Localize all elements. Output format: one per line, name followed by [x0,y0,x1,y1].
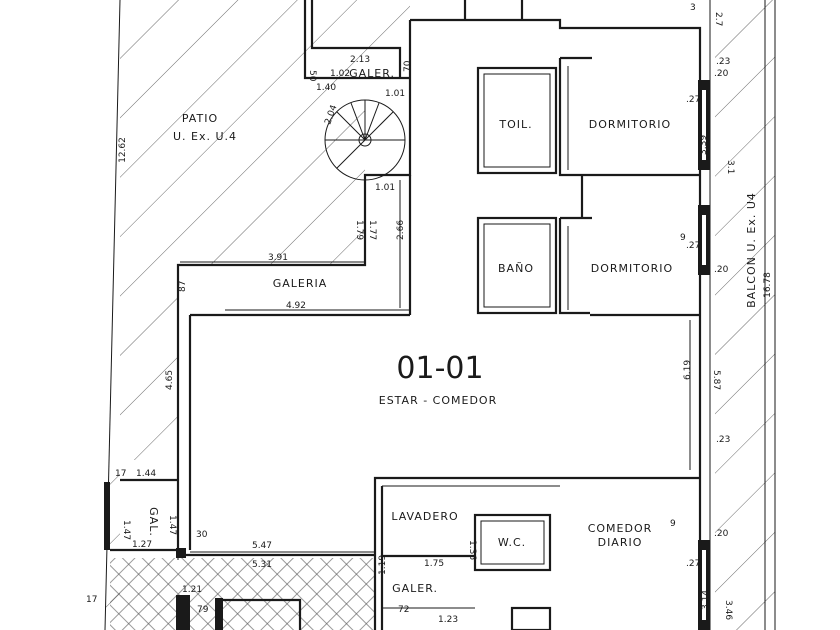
dim-9a: 9 [680,233,686,243]
label-gallery-left: GAL. [147,507,160,537]
dim-79: 79 [197,605,209,615]
dim-5-47: 5.47 [252,541,272,551]
label-patio: PATIO [182,112,218,125]
dim-1-77: 1.77 [367,220,377,240]
dim-17: 17 [115,469,126,479]
dim-9b: 9 [670,519,676,529]
dim-2-66: 2.66 [396,220,406,240]
dim-27c: .27 [686,559,700,569]
dim-23a: .23 [716,57,730,67]
dim-1-44: 1.44 [136,469,156,479]
spiral-staircase [324,99,406,181]
dim-12-62: 12.62 [118,137,128,163]
unit-code: 01-01 [396,351,483,386]
room-labels: 01-01 PATIO U. Ex. U.4 TOIL. DORMITORIO … [147,67,758,595]
dimension-labels: 12.62 16.78 2.13 1.02 1.40 1.01 50 70 2.… [86,3,773,625]
dim-5-87: 5.87 [711,370,721,390]
label-gallery-bottom: GALER. [392,582,438,595]
dim-4-92: 4.92 [286,301,306,311]
dim-3-14: 3.14 [701,590,711,610]
label-patio-sub: U. Ex. U.4 [173,130,237,143]
dim-30: 30 [196,530,208,540]
dim-3-39: 3.39 [699,135,709,155]
label-gallery-top: GALER. [349,67,395,80]
dim-3-1: 3.1 [725,160,735,174]
dim-27b: .27 [686,241,700,251]
label-daily-dining-2: DIARIO [598,536,643,549]
dim-6-19: 6.19 [683,360,693,380]
dim-1-21: 1.21 [182,585,202,595]
dim-16-78: 16.78 [763,272,773,298]
dim-2-7: 2.7 [713,12,723,26]
dim-27a: .27 [686,95,700,105]
facade-windows [698,0,711,630]
dimension-lines [177,180,691,560]
tiled-floor-area [110,558,375,630]
label-living-dining: ESTAR - COMEDOR [379,394,497,407]
label-bedroom-2: DORMITORIO [591,262,673,275]
label-bedroom-1: DORMITORIO [589,118,671,131]
dim-3-46: 3.46 [723,600,733,620]
dim-1-23: 1.23 [438,615,458,625]
dim-87: 87 [178,281,188,292]
dim-1-36: 1.36 [467,540,477,560]
label-wc: W.C. [498,536,526,549]
dim-20b: .20 [714,529,729,539]
dim-1-27: 1.27 [132,540,152,550]
label-gallery: GALERIA [273,277,328,290]
dim-1-02: 1.02 [330,69,350,79]
dim-20c: .20 [714,265,729,275]
dim-1-47a: 1.47 [121,520,131,540]
label-daily-dining-1: COMEDOR [588,522,653,535]
label-balcony: BALCON U. Ex. U4 [745,192,758,308]
dim-5-31: 5.31 [252,560,272,570]
label-toilet: TOIL. [498,118,532,131]
dim-1-19: 1.19 [378,555,388,575]
dim-4-65: 4.65 [165,370,175,390]
label-laundry: LAVADERO [391,510,458,523]
dim-3: 3 [690,3,696,13]
dim-70: 70 [403,60,413,72]
dim-1-47b: 1.47 [167,515,177,535]
dim-20a: .20 [714,69,729,79]
dim-3-91: 3.91 [268,253,288,263]
label-bath: BAÑO [498,262,534,275]
dim-1-79: 1.79 [354,220,364,240]
dim-1-40: 1.40 [316,83,336,93]
dim-1-01b: 1.01 [375,183,395,193]
dim-17b: 17 [86,595,97,605]
walls [104,0,702,630]
dim-72: 72 [398,605,409,615]
dim-2-13: 2.13 [350,55,370,65]
dim-1-01a: 1.01 [385,89,405,99]
dim-23b: .23 [716,435,730,445]
dim-50: 50 [307,70,317,82]
dim-1-75: 1.75 [424,559,444,569]
